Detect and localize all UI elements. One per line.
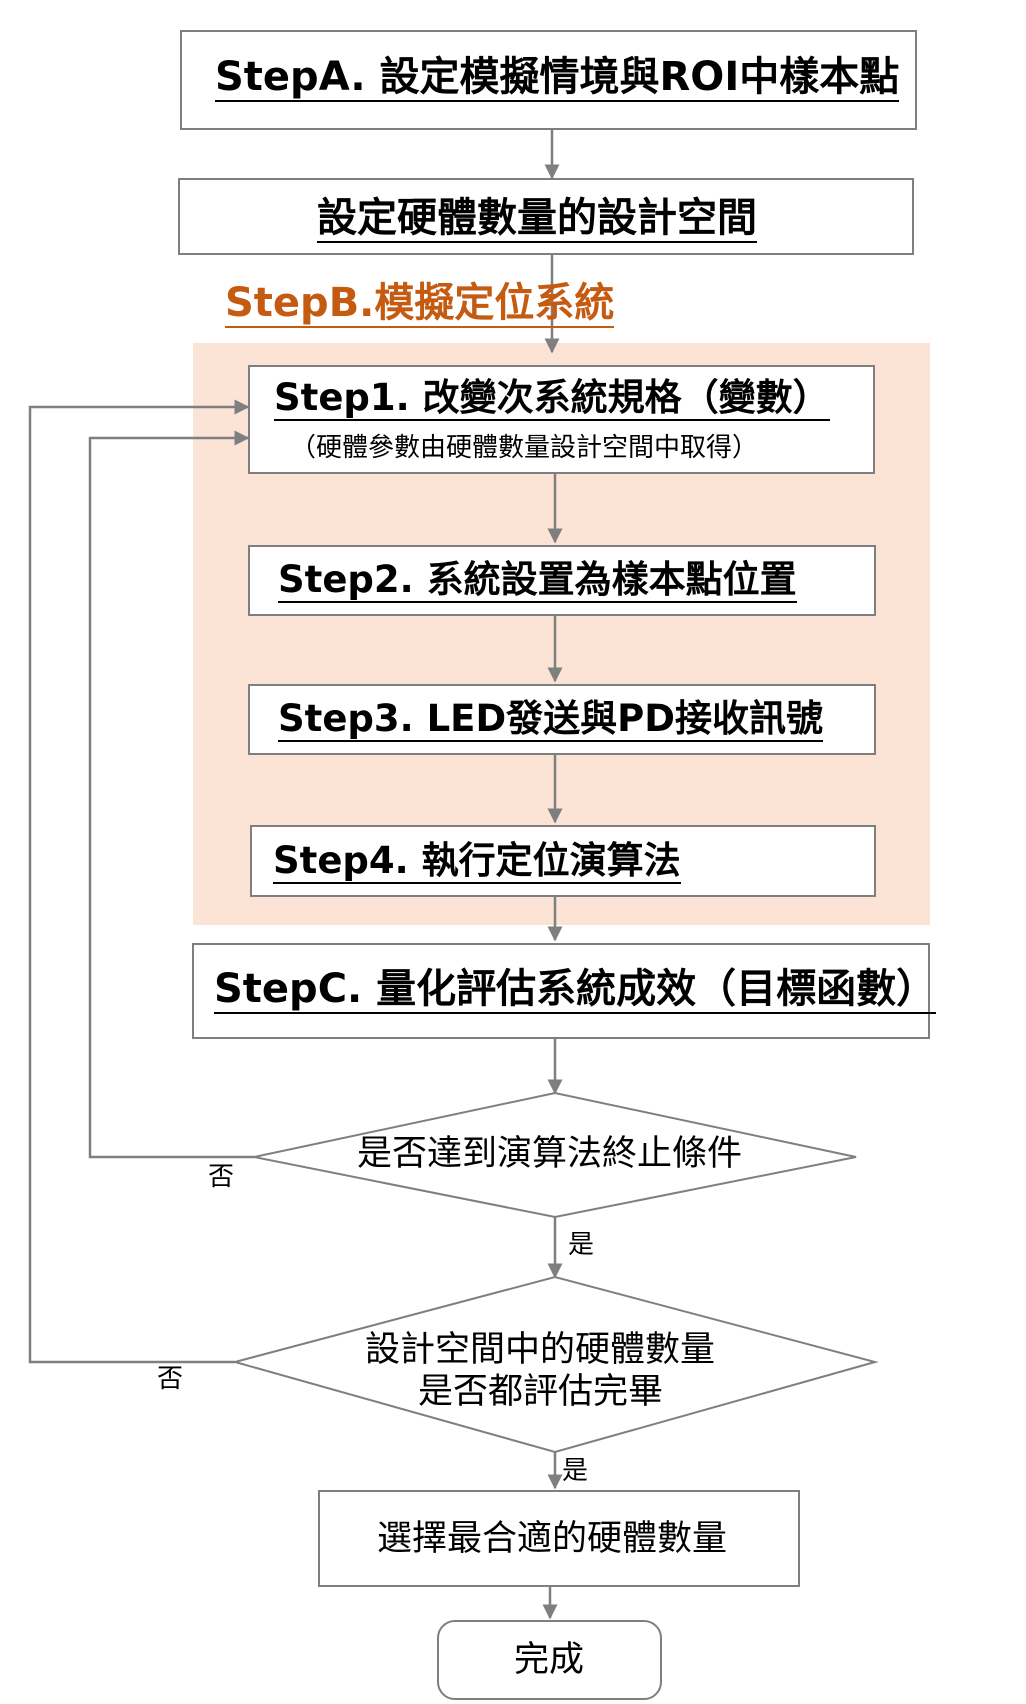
step4-label: Step4. 執行定位演算法 [273, 839, 681, 884]
stepa-label: StepA. 設定模擬情境與ROI中樣本點 [215, 54, 900, 102]
decision1-no-label: 否 [208, 1162, 235, 1192]
select-label: 選擇最合適的硬體數量 [377, 1519, 728, 1559]
step3-label: Step3. LED發送與PD接收訊號 [278, 697, 823, 742]
decision2-no-label: 否 [157, 1364, 184, 1394]
design-space-label: 設定硬體數量的設計空間 [317, 195, 757, 243]
step1-sublabel: （硬體參數由硬體數量設計空間中取得） [290, 433, 759, 463]
stepc-box: StepC. 量化評估系統成效（目標函數） [192, 943, 937, 1039]
stepc-label: StepC. 量化評估系統成效（目標函數） [214, 966, 937, 1014]
step2-box: Step2. 系統設置為樣本點位置 [248, 545, 876, 616]
loop-decision1-no [88, 430, 254, 1159]
stepa-box: StepA. 設定模擬情境與ROI中樣本點 [180, 30, 917, 130]
decision2-line2: 是否都評估完畢 [418, 1372, 664, 1412]
step2-label: Step2. 系統設置為樣本點位置 [278, 558, 797, 603]
select-box: 選擇最合適的硬體數量 [318, 1490, 800, 1587]
finish-label: 完成 [514, 1640, 585, 1680]
step1-label: Step1. 改變次系統規格（變數） [274, 376, 830, 421]
design-space-box: 設定硬體數量的設計空間 [178, 178, 914, 255]
decision1-diamond [253, 1091, 857, 1219]
decision1-yes-label: 是 [568, 1230, 595, 1260]
step1-box: Step1. 改變次系統規格（變數） （硬體參數由硬體數量設計空間中取得） [248, 365, 875, 474]
decision2-line1: 設計空間中的硬體數量 [365, 1330, 716, 1370]
step4-box: Step4. 執行定位演算法 [250, 825, 876, 897]
stepb-title: StepB.模擬定位系統 [225, 280, 615, 328]
decision2-diamond [231, 1275, 879, 1454]
finish-terminal: 完成 [437, 1620, 662, 1700]
decision2-yes-label: 是 [562, 1456, 589, 1486]
step3-box: Step3. LED發送與PD接收訊號 [248, 684, 876, 755]
loop-decision2-no [28, 399, 250, 1364]
decision1-label: 是否達到演算法終止條件 [357, 1134, 743, 1174]
